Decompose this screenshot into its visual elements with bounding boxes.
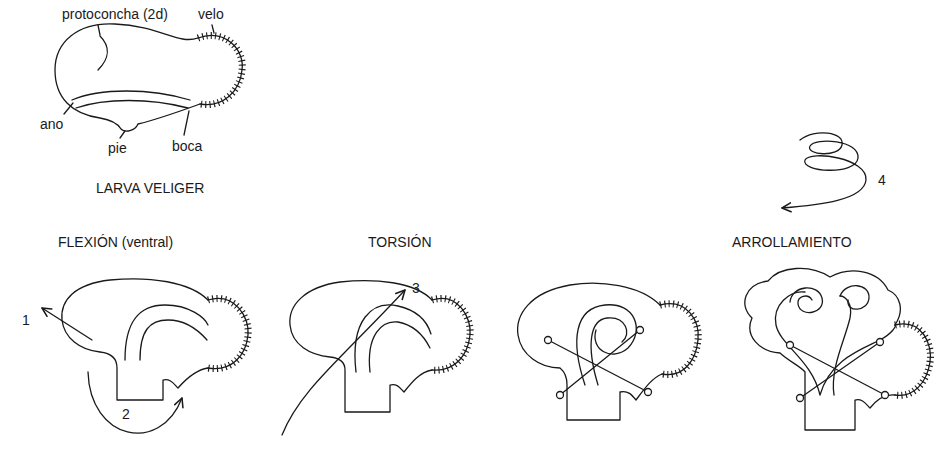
nerve-line bbox=[560, 330, 640, 395]
ganglion bbox=[877, 339, 884, 346]
figure-title: TORSIÓN bbox=[368, 234, 432, 250]
callout-number: 4 bbox=[878, 172, 886, 188]
velum-outline bbox=[660, 304, 698, 375]
velum-outline bbox=[208, 299, 248, 369]
part-label: boca bbox=[172, 138, 202, 154]
nerve-line bbox=[548, 340, 648, 392]
gut-line bbox=[591, 318, 627, 385]
gut-line bbox=[369, 322, 430, 372]
leader-line bbox=[184, 111, 189, 135]
gut-line bbox=[72, 91, 190, 100]
callout-number: 1 bbox=[22, 312, 30, 328]
twisted-larva-figure bbox=[518, 283, 699, 420]
leader-line bbox=[120, 131, 125, 138]
velum-cilia bbox=[208, 299, 248, 369]
velum-outline bbox=[198, 36, 242, 105]
velum-cilia bbox=[198, 36, 242, 105]
part-label: pie bbox=[108, 140, 127, 156]
part-label: velo bbox=[198, 6, 224, 22]
leader-line bbox=[98, 25, 100, 35]
movement-arrow bbox=[42, 308, 92, 340]
ganglion bbox=[797, 395, 804, 402]
velum-cilia bbox=[660, 304, 698, 375]
veliger-larva bbox=[55, 24, 242, 138]
part-label: protoconcha (2d) bbox=[62, 6, 168, 22]
gut-line bbox=[76, 101, 188, 109]
figure-title: FLEXIÓN (ventral) bbox=[58, 234, 173, 250]
body-outline bbox=[55, 24, 200, 131]
coiling-figure bbox=[745, 268, 931, 430]
ganglion bbox=[882, 392, 889, 399]
velum-outline bbox=[432, 299, 470, 371]
protoconch-line bbox=[98, 36, 107, 70]
body-outline bbox=[62, 279, 208, 400]
body-outline bbox=[290, 281, 432, 412]
gut-line bbox=[833, 296, 850, 395]
coil-line bbox=[790, 288, 822, 313]
leader-line bbox=[64, 103, 73, 114]
velum-outline bbox=[895, 324, 930, 395]
torsion-figure bbox=[282, 281, 470, 435]
movement-arrow bbox=[282, 290, 405, 435]
figure-title: ARROLLAMIENTO bbox=[732, 234, 852, 250]
velum-cilia bbox=[895, 324, 930, 395]
body-outline bbox=[518, 283, 662, 420]
callout-number: 2 bbox=[122, 406, 130, 422]
ganglion bbox=[645, 389, 652, 396]
velum-cilia bbox=[432, 299, 470, 371]
gut-line bbox=[140, 320, 207, 360]
gut-line bbox=[577, 305, 636, 385]
gut-line bbox=[775, 292, 895, 395]
movement-arrow bbox=[88, 372, 182, 433]
gut-line bbox=[125, 305, 208, 360]
part-label: ano bbox=[40, 116, 63, 132]
coiling-spiral-arrow bbox=[782, 133, 866, 208]
body-outline bbox=[745, 268, 901, 430]
figure-title: LARVA VELIGER bbox=[96, 180, 204, 196]
ganglion bbox=[545, 337, 552, 344]
ganglion bbox=[787, 342, 794, 349]
flexion-figure bbox=[42, 279, 248, 433]
gut-line bbox=[355, 305, 431, 372]
ganglion bbox=[557, 392, 564, 399]
nerve-line bbox=[800, 342, 880, 398]
ganglion bbox=[637, 327, 644, 334]
callout-number: 3 bbox=[412, 280, 420, 296]
leader-line bbox=[212, 25, 214, 33]
nerve-line bbox=[790, 345, 885, 395]
